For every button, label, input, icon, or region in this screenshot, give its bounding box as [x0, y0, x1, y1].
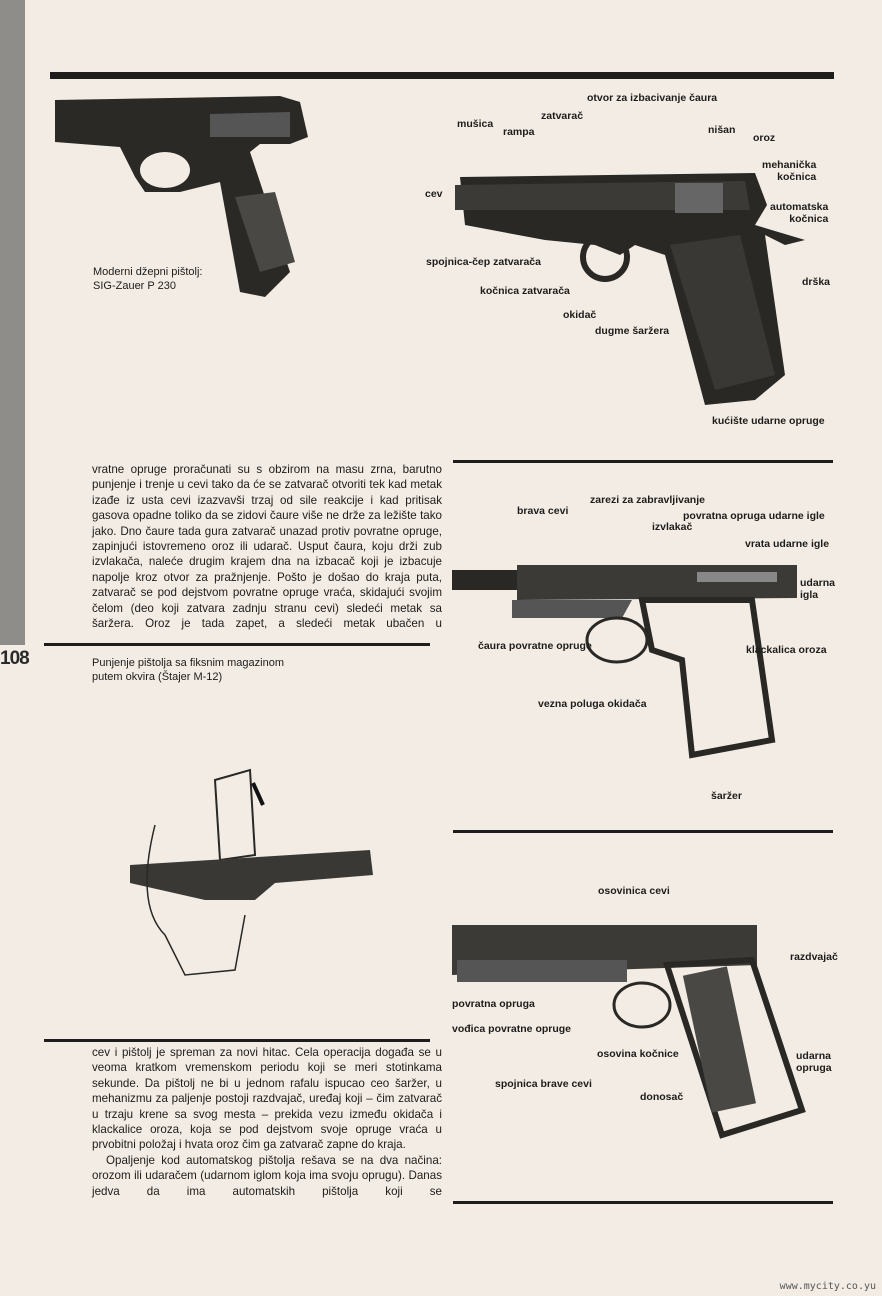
- label-oroz: oroz: [753, 132, 776, 144]
- watermark: www.mycity.co.yu: [779, 1281, 876, 1292]
- label-spojnica: spojnica-čep zatvarača: [426, 256, 541, 268]
- caption-line: SIG-Zauer P 230: [93, 280, 176, 292]
- label-donosac: donosač: [640, 1091, 684, 1103]
- label-zatvarac: zatvarač: [541, 110, 584, 122]
- label-osovinica: osovinica cevi: [598, 885, 670, 897]
- paragraph-text: cev i pištolj je spreman za novi hitac. …: [92, 1046, 442, 1152]
- label-okidac: okidač: [563, 309, 597, 321]
- label-povratna-igle: povratna opruga udarne igle: [683, 510, 825, 522]
- caption-line: putem okvira (Štajer M-12): [92, 671, 223, 683]
- section-rule: [44, 643, 430, 646]
- label-sarzer: šaržer: [711, 790, 742, 802]
- label-izvlakac: izvlakač: [652, 521, 693, 533]
- pistol-sig-p230-illustration: [55, 96, 308, 297]
- label-cev: cev: [425, 188, 443, 200]
- label-brava: brava cevi: [517, 505, 569, 517]
- page-edge-strip: [0, 0, 25, 645]
- label-line: automatska: [770, 201, 829, 213]
- caption-line: Moderni džepni pištolj:: [93, 266, 203, 278]
- pistol-cutaway-magazine-illustration: [452, 925, 806, 1139]
- label-zarezi: zarezi za zabravljivanje: [590, 494, 705, 506]
- label-drska: drška: [802, 276, 831, 288]
- label-kocnica-zatvaraca: kočnica zatvarača: [480, 285, 570, 297]
- caption-line: Punjenje pištolja sa fiksnim magazinom: [92, 657, 284, 669]
- label-razdvajac: razdvajač: [790, 951, 838, 963]
- label-dugme: dugme šaržera: [595, 325, 670, 337]
- pistol-loading-illustration: [130, 768, 373, 976]
- label-vodica: vođica povratne opruge: [452, 1023, 572, 1035]
- body-paragraph-2: cev i pištolj je spreman za novi hitac. …: [92, 1045, 442, 1199]
- label-klackalica: klackalica oroza: [746, 644, 827, 656]
- label-vrata: vrata udarne igle: [745, 538, 830, 550]
- label-rampa: rampa: [503, 126, 535, 138]
- label-line: udarna: [800, 577, 836, 589]
- label-otvor: otvor za izbacivanje čaura: [587, 92, 718, 104]
- pistol-cutaway-locked-illustration: [452, 565, 797, 759]
- top-rule: [50, 72, 834, 79]
- figure3-caption: Punjenje pištolja sa fiksnim magazinom pu…: [92, 656, 284, 684]
- label-musica: mušica: [457, 118, 494, 130]
- label-line: udarna: [796, 1050, 832, 1062]
- label-line: kočnica: [789, 213, 829, 225]
- label-osovina: osovina kočnice: [597, 1048, 679, 1060]
- label-caura: čaura povratne opruge: [478, 640, 592, 652]
- paragraph-text: Opaljenje kod automatskog pištolja rešav…: [92, 1153, 442, 1198]
- body-paragraph-1: vratne opruge proračunati su s obzirom n…: [92, 462, 442, 631]
- paragraph-text: vratne opruge proračunati su s obzirom n…: [92, 463, 442, 631]
- label-povratna: povratna opruga: [452, 998, 535, 1010]
- section-rule: [453, 460, 833, 463]
- label-spojnica-brave: spojnica brave cevi: [495, 1078, 592, 1090]
- label-nisan: nišan: [708, 124, 736, 136]
- label-line: mehanička: [762, 159, 817, 171]
- section-rule: [453, 830, 833, 833]
- label-line: kočnica: [777, 171, 817, 183]
- label-kuciste: kućište udarne opruge: [712, 415, 825, 427]
- section-rule: [44, 1039, 430, 1042]
- page-number: 108: [0, 648, 30, 669]
- section-rule: [453, 1201, 833, 1204]
- figure1-caption: Moderni džepni pištolj: SIG-Zauer P 230: [93, 265, 202, 293]
- label-line: igla: [800, 589, 819, 601]
- pistol-llama-illustration: [455, 173, 805, 405]
- label-vezna: vezna poluga okidača: [538, 698, 647, 710]
- label-line: opruga: [796, 1062, 832, 1074]
